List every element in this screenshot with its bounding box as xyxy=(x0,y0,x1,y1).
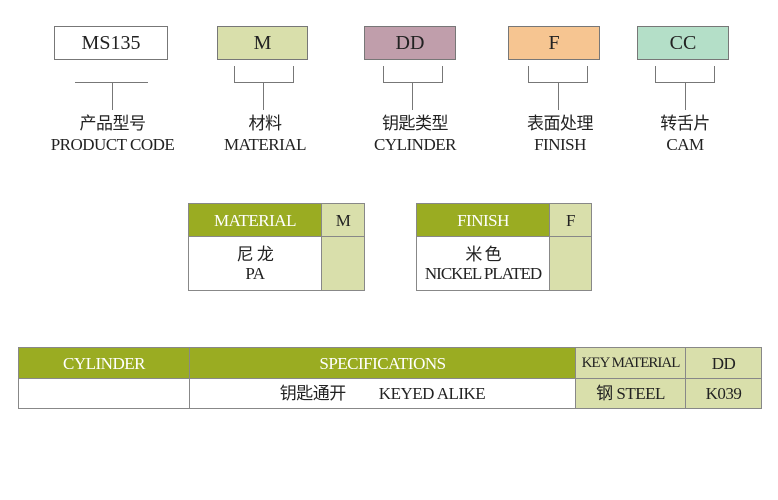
connector-line xyxy=(263,82,264,110)
material-table-header: MATERIAL xyxy=(188,203,322,237)
material-table-code: M xyxy=(321,203,365,237)
product-code-box: MS135 xyxy=(54,26,168,60)
cylinder-code-box: DD xyxy=(364,26,456,60)
bracket xyxy=(234,66,294,83)
specifications-header: SPECIFICATIONS xyxy=(189,347,576,379)
bracket xyxy=(383,66,443,83)
connector-line xyxy=(112,82,113,110)
connector-line xyxy=(558,82,559,110)
finish-table-code: F xyxy=(549,203,592,237)
dd-header: DD xyxy=(685,347,762,379)
key-material-cell: 钢 STEEL xyxy=(575,378,686,409)
dd-cell: K039 xyxy=(685,378,762,409)
connector-line xyxy=(412,82,413,110)
bracket xyxy=(655,66,715,83)
cam-code-box: CC xyxy=(637,26,729,60)
connector-line xyxy=(685,82,686,110)
finish-table-empty xyxy=(549,236,592,291)
finish-table-header: FINISH xyxy=(416,203,550,237)
bracket xyxy=(528,66,588,83)
connector-line xyxy=(75,82,148,83)
cylinder-header: CYLINDER xyxy=(18,347,190,379)
specifications-cell: 钥匙通开 KEYED ALIKE xyxy=(189,378,576,409)
finish-code-box: F xyxy=(508,26,600,60)
material-code-box: M xyxy=(217,26,308,60)
key-material-header: KEY MATERIAL xyxy=(575,347,686,379)
material-table-empty xyxy=(321,236,365,291)
cylinder-cell xyxy=(18,378,190,409)
